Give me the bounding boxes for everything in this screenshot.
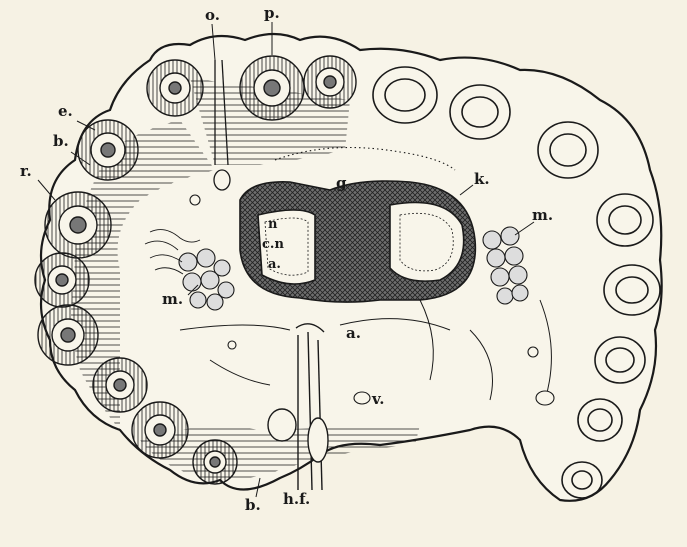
label-e: e. — [58, 104, 73, 119]
label-m-right: m. — [532, 208, 553, 223]
label-b-top: b. — [53, 134, 69, 149]
label-k: k. — [474, 172, 490, 187]
label-r: r. — [20, 164, 32, 179]
label-a-inner: a. — [268, 258, 281, 271]
label-v: v. — [372, 392, 384, 407]
label-g: g — [336, 176, 347, 191]
label-p: p. — [264, 6, 280, 21]
label-cn: c.n — [262, 238, 284, 251]
label-b-bottom: b. — [245, 498, 261, 513]
label-n: n — [268, 218, 277, 231]
label-hf: h.f. — [283, 492, 310, 507]
label-m-left: m. — [162, 292, 183, 307]
label-a-lower: a. — [346, 326, 361, 341]
label-o: o. — [205, 8, 220, 23]
